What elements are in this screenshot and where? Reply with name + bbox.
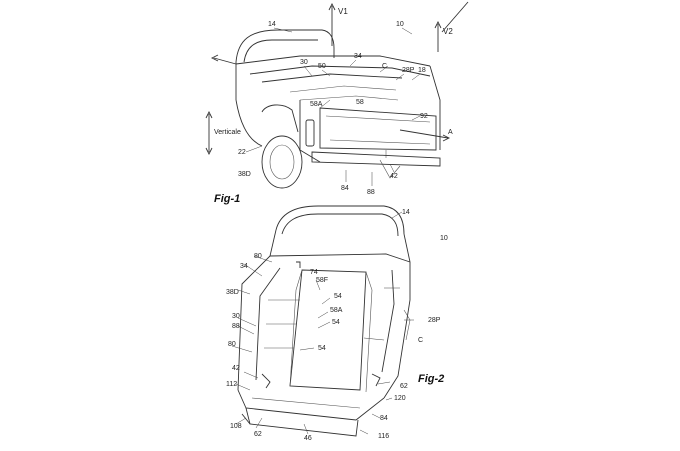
fig2-label-62-a: 62 [254,431,262,438]
fig1-label-38d: 38D [238,171,251,178]
fig1-label-58: 58 [356,99,364,106]
fig1-label-v1: V1 [338,7,348,16]
fig2-label-54-c: 54 [318,345,326,352]
fig1-drawing [205,1,469,189]
fig2-label-54-a: 54 [334,293,342,300]
fig1-label-14: 14 [268,21,276,28]
fig2-label-88: 88 [232,323,240,330]
fig2-label-74: 74 [310,269,318,276]
fig2-label-80-b: 80 [228,341,236,348]
fig2-label-c-prime: C [418,337,423,344]
fig1-label-22: 22 [238,149,246,156]
fig2-label-62-b: 62 [400,383,408,390]
fig1-label-18: 18 [418,67,426,74]
fig1-label-88: 88 [367,189,375,196]
fig1-label-84: 84 [341,185,349,192]
fig2-drawing [231,205,414,437]
fig1-label-a: A [448,129,453,136]
fig2-label-30: 30 [232,313,240,320]
fig1-label-50: 50 [318,63,326,70]
fig2-label-34: 34 [240,263,248,270]
fig2-label-80: 80 [254,253,262,260]
fig2-label-116: 116 [378,433,389,440]
fig2-label-120: 120 [394,395,406,402]
fig1-label-42: 42 [390,173,398,180]
fig2-label-28p: 28P [428,317,441,324]
fig2-label-42: 42 [232,365,240,372]
fig1-label-92: 92 [420,113,428,120]
fig1-caption: Fig-1 [214,193,240,205]
fig2-labels: 14 10 80 74 58F 34 38D 54 30 58A 54 88 2… [226,209,448,442]
fig2-label-14: 14 [402,209,410,216]
fig2-label-46: 46 [304,435,312,442]
fig1-label-verticale: Verticale [214,129,241,136]
fig2-label-38d: 38D [226,289,239,296]
fig1-label-28p: 28P [402,67,415,74]
fig2-label-108: 108 [230,423,242,430]
fig1-label-34: 34 [354,53,362,60]
fig2-label-58f: 58F [316,277,328,284]
fig1-label-58a: 58A [310,101,323,108]
fig2-label-10: 10 [440,235,448,242]
fig2-label-112: 112 [226,381,237,388]
fig2-label-84: 84 [380,415,388,422]
fig2-label-54-b: 54 [332,319,340,326]
fig1-label-v2: V2 [443,27,453,36]
fig1-label-30: 30 [300,59,308,66]
fig2-caption: Fig-2 [418,373,444,385]
fig1-label-c: C [382,63,387,70]
fig2-label-58a: 58A [330,307,343,314]
fig1-label-10: 10 [396,21,404,28]
fig1-labels: 14 V1 10 V2 34 30 50 C 28P 18 58A 58 92 … [214,7,453,196]
